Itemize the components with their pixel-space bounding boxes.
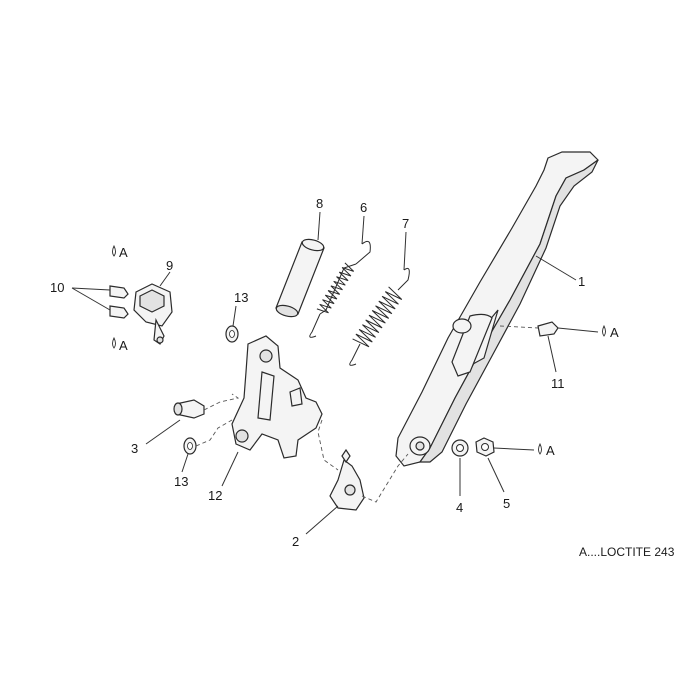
- callout-8: 8: [316, 196, 323, 211]
- spring-sleeve: [275, 238, 325, 318]
- callout-2: 2: [292, 534, 299, 549]
- leader-lines: [71, 211, 577, 535]
- loctite-letter: A: [546, 443, 555, 458]
- loctite-marker-nut: A: [493, 442, 555, 458]
- callout-9: 9: [166, 258, 173, 273]
- callout-13-lower: 13: [174, 474, 188, 489]
- loctite-letter: A: [119, 338, 128, 353]
- side-stand-switch: [133, 283, 173, 345]
- switch-screws: [109, 285, 129, 319]
- loctite-marker-switch-bottom: A: [112, 336, 128, 353]
- callout-10: 10: [50, 280, 64, 295]
- callout-1: 1: [578, 274, 585, 289]
- small-spring: [309, 240, 371, 338]
- callout-3: 3: [131, 441, 138, 456]
- small-washer-upper: [225, 325, 239, 343]
- callout-11: 11: [551, 376, 565, 391]
- hex-nut: [475, 437, 495, 457]
- callout-12: 12: [208, 488, 222, 503]
- callout-5: 5: [503, 496, 510, 511]
- loctite-letter: A: [119, 245, 128, 260]
- large-spring: [349, 267, 410, 366]
- spring-coil: [316, 262, 355, 314]
- callout-13-upper: 13: [234, 290, 248, 305]
- loctite-marker-switch-top: A: [112, 244, 128, 260]
- washer: [451, 439, 469, 457]
- mounting-plate: [231, 335, 323, 459]
- callout-4: 4: [456, 500, 463, 515]
- callout-7: 7: [402, 216, 409, 231]
- small-washer-lower: [183, 437, 197, 455]
- loctite-legend: A....LOCTITE 243: [579, 545, 675, 559]
- spring-coil: [352, 286, 403, 348]
- pivot-pin: [173, 399, 205, 419]
- stand-stop-bracket: [329, 448, 365, 511]
- set-screw: [537, 321, 559, 337]
- loctite-marker-set-screw: A: [557, 324, 619, 340]
- callout-6: 6: [360, 200, 367, 215]
- callout-numbers: 1 2 3 4 5 6 7 8 9 10 11 12 13 13: [50, 196, 585, 549]
- side-stand-leg: [395, 151, 599, 467]
- loctite-letter: A: [610, 325, 619, 340]
- assembly-lines: [195, 325, 539, 503]
